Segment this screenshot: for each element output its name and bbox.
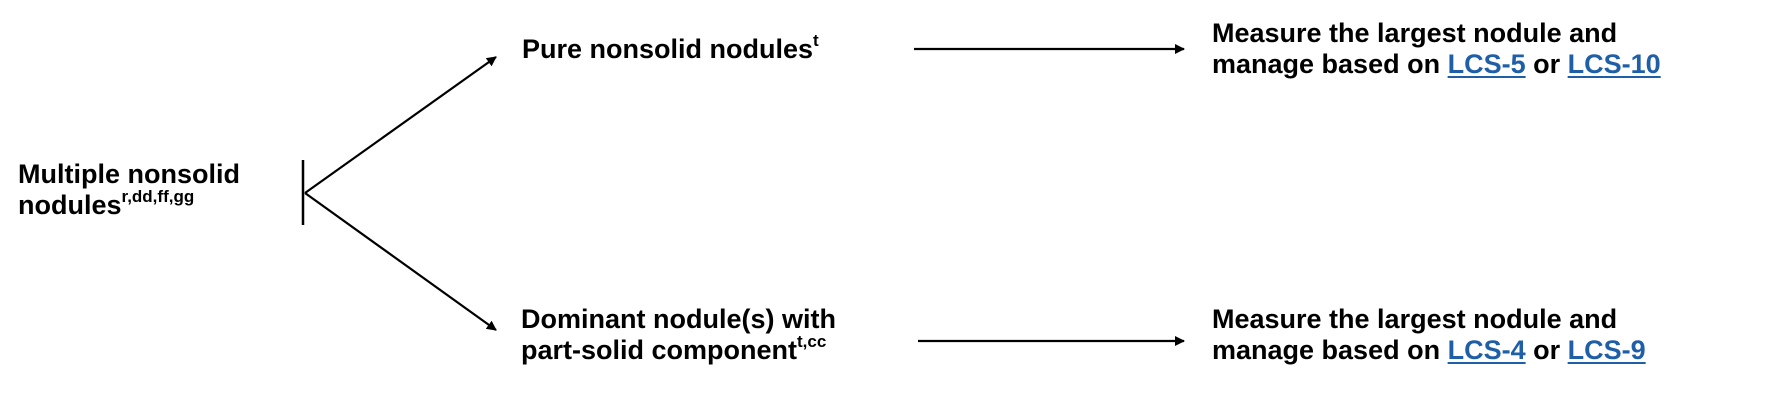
bottom-outcome-line2: manage based on LCS-4 or LCS-9 [1212,335,1646,366]
top-outcome-line1: Measure the largest nodule and [1212,18,1618,48]
root-footnote-refs: r,dd,ff,gg [121,187,195,206]
root-node: Multiple nonsolid nodulesr,dd,ff,gg [18,159,240,221]
lcs-5-link[interactable]: LCS-5 [1447,49,1526,79]
root-label-line1: Multiple nonsolid [18,159,240,189]
dominant-nodule-node: Dominant nodule(s) with part-solid compo… [521,304,836,366]
pure-nonsolid-node: Pure nonsolid nodulest [522,31,819,65]
root-label-line2: nodules [18,190,122,220]
dominant-nodule-line1: Dominant nodule(s) with [521,304,836,334]
bottom-outcome-joiner: or [1533,335,1561,365]
dominant-nodule-footnote: t,cc [797,332,827,351]
root-label-line2-wrap: nodulesr,dd,ff,gg [18,187,240,221]
dominant-nodule-line2: part-solid component [521,335,797,365]
dominant-nodule-line2-wrap: part-solid componentt,cc [521,332,836,366]
pure-nonsolid-footnote: t [813,31,819,50]
pure-nonsolid-label: Pure nonsolid nodules [522,34,814,64]
top-outcome-line2: manage based on LCS-5 or LCS-10 [1212,49,1661,80]
bottom-outcome-node: Measure the largest nodule and manage ba… [1212,304,1646,366]
arrow-to-dominant-nodule [304,192,497,331]
arrow-to-pure-nonsolid [304,56,497,194]
lcs-9-link[interactable]: LCS-9 [1567,335,1646,365]
top-outcome-joiner: or [1533,49,1561,79]
top-outcome-node: Measure the largest nodule and manage ba… [1212,18,1661,80]
lcs-4-link[interactable]: LCS-4 [1447,335,1526,365]
bottom-outcome-prefix: manage based on [1212,335,1441,365]
lcs-10-link[interactable]: LCS-10 [1567,49,1661,79]
top-outcome-prefix: manage based on [1212,49,1441,79]
bottom-outcome-line1: Measure the largest nodule and [1212,304,1618,334]
